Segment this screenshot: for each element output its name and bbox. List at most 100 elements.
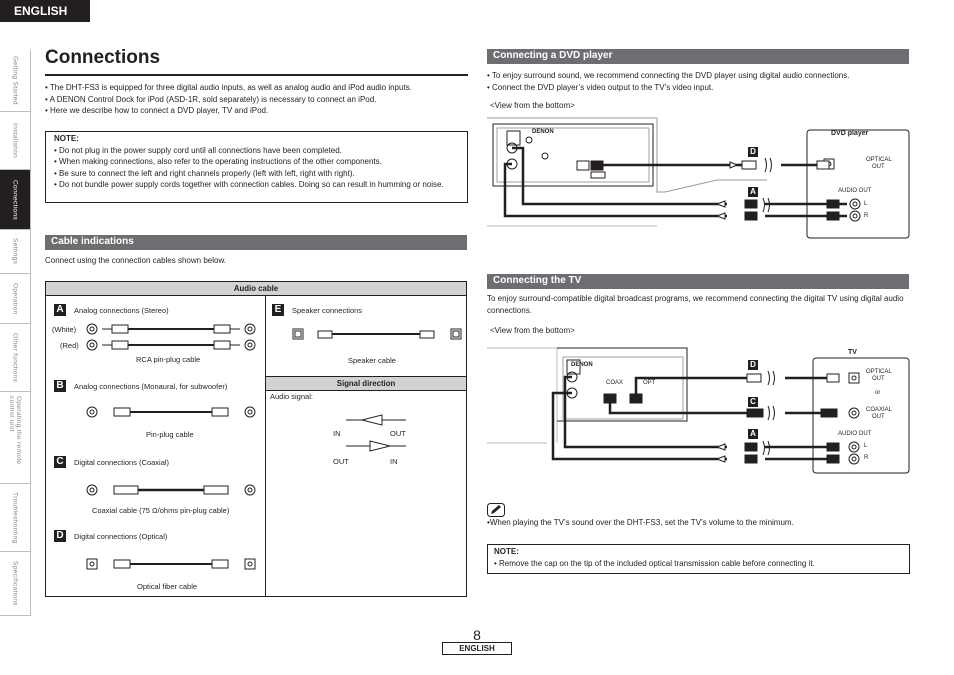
- sidebar-item-operation[interactable]: Operation: [0, 274, 30, 324]
- dvd-optical-out-label: OUT: [872, 164, 885, 170]
- title-divider: [45, 74, 468, 76]
- page-number: 8: [473, 627, 481, 643]
- dvd-panel-brand: DENON: [532, 129, 554, 135]
- signal-in-2: IN: [390, 457, 398, 466]
- cable-intro: Connect using the connection cables show…: [45, 256, 227, 265]
- optical-cable-icon: [86, 558, 256, 570]
- tv-view-label: <View from the bottom>: [490, 326, 575, 335]
- cable-table: Audio cable A Analog connections (Stereo…: [45, 281, 467, 597]
- note-item: • Remove the cap on the tip of the inclu…: [494, 558, 815, 568]
- note-box-2: NOTE: • Remove the cap on the tip of the…: [487, 544, 910, 574]
- page-title: Connections: [45, 47, 161, 68]
- cable-c-title: Digital connections (Coaxial): [74, 458, 170, 467]
- sidebar-item-label: Operating the remote control unit: [8, 395, 22, 464]
- tv-device-label: TV: [848, 349, 857, 356]
- sidebar-item-settings[interactable]: Settings: [0, 230, 30, 274]
- dvd-l-label: L: [864, 201, 868, 207]
- cable-d-caption: Optical fiber cable: [137, 582, 198, 591]
- cable-letter-e: E: [272, 304, 284, 316]
- pencil-icon: [487, 503, 505, 517]
- cable-c-caption: Coaxial cable (75 Ω/ohms pin-plug cable): [92, 506, 230, 515]
- sidebar-item-other-functions[interactable]: Other functions: [0, 324, 30, 392]
- cable-e-caption: Speaker cable: [348, 356, 396, 365]
- tv-panel-opt: OPT: [643, 380, 656, 386]
- signal-label: Audio signal:: [270, 392, 313, 401]
- cable-letter-d: D: [54, 530, 66, 542]
- tv-tip: •When playing the TV’s sound over the DH…: [487, 518, 794, 527]
- tv-panel-brand: DENON: [571, 362, 593, 368]
- cable-e-title: Speaker connections: [292, 306, 363, 315]
- dvd-letter-d: D: [748, 147, 758, 157]
- sidebar-item-remote-control[interactable]: Operating the remote control unit: [0, 392, 30, 484]
- sidebar-item-installation[interactable]: Installation: [0, 112, 30, 170]
- tv-letter-a: A: [748, 429, 758, 439]
- sidebar-item-specifications[interactable]: Specifications: [0, 552, 30, 616]
- tv-heading: Connecting the TV: [487, 274, 909, 289]
- tv-or-label: or: [875, 390, 881, 396]
- signal-out-2: OUT: [333, 457, 349, 466]
- cable-letter-a: A: [54, 304, 66, 316]
- dvd-bullets: • To enjoy surround sound, we recommend …: [487, 70, 909, 93]
- language-tab: ENGLISH: [0, 0, 90, 22]
- dvd-device-label: DVD player: [831, 130, 869, 137]
- intro-item: • A DENON Control Dock for iPod (ASD-1R,…: [45, 94, 377, 104]
- pin-plug-cable-icon: [86, 406, 256, 418]
- dvd-bullet: • Connect the DVD player’s video output …: [487, 82, 714, 92]
- dvd-connection-diagram: [487, 117, 910, 239]
- sidebar-item-label: Connections: [11, 179, 19, 220]
- cable-table-header: Audio cable: [46, 282, 466, 296]
- intro-item: • Here we describe how to connect a DVD …: [45, 106, 269, 115]
- cable-indications-heading: Cable indications: [45, 235, 467, 250]
- sidebar-item-label: Troubleshooting: [11, 491, 19, 544]
- note-title: NOTE:: [54, 134, 79, 143]
- tv-l-label: L: [864, 443, 868, 449]
- sidebar-item-label: Installation: [11, 122, 19, 159]
- signal-direction-header: Signal direction: [266, 376, 466, 391]
- dvd-letter-a: A: [748, 187, 758, 197]
- tv-coaxial-out-label: OUT: [872, 414, 885, 420]
- sidebar-item-label: Settings: [11, 238, 19, 265]
- cable-d-title: Digital connections (Optical): [74, 532, 168, 541]
- sidebar-item-label: Operation: [11, 282, 19, 315]
- cable-letter-c: C: [54, 456, 66, 468]
- dvd-audio-out-label: AUDIO OUT: [838, 188, 872, 194]
- dvd-view-label: <View from the bottom>: [490, 101, 575, 110]
- tv-coaxial-label: COAXIAL: [866, 407, 893, 413]
- tv-letter-c: C: [748, 397, 758, 407]
- tv-audio-out-label: AUDIO OUT: [838, 431, 872, 437]
- note-item: • Be sure to connect the left and right …: [54, 168, 355, 178]
- cable-a-red: (Red): [60, 341, 79, 350]
- dvd-optical-label: OPTICAL: [866, 157, 892, 163]
- sidebar-item-label: Getting Started: [11, 56, 19, 105]
- table-divider: [265, 296, 266, 596]
- dvd-bullet: • To enjoy surround sound, we recommend …: [487, 71, 850, 80]
- speaker-cable-icon: [292, 328, 462, 340]
- sidebar-item-label: Other functions: [11, 332, 19, 383]
- tv-optical-label: OPTICAL: [866, 369, 892, 375]
- note-item: • Do not plug in the power supply cord u…: [54, 145, 342, 155]
- cable-a-caption: RCA pin-plug cable: [136, 355, 201, 364]
- note-title: NOTE:: [494, 547, 519, 556]
- cable-a-white: (White): [52, 325, 77, 334]
- cable-b-title: Analog connections (Monaural, for subwoo…: [74, 382, 228, 391]
- footer-language: ENGLISH: [442, 642, 512, 655]
- note-item: • Do not bundle power supply cords toget…: [54, 180, 444, 189]
- sidebar-item-troubleshooting[interactable]: Troubleshooting: [0, 484, 30, 552]
- sidebar-item-connections[interactable]: Connections: [0, 170, 30, 230]
- intro-list: • The DHT-FS3 is equipped for three digi…: [45, 82, 470, 117]
- tv-r-label: R: [864, 455, 869, 461]
- intro-item: • The DHT-FS3 is equipped for three digi…: [45, 83, 412, 92]
- dvd-r-label: R: [864, 213, 869, 219]
- tv-letter-d: D: [748, 360, 758, 370]
- note-box: NOTE: • Do not plug in the power supply …: [45, 131, 468, 203]
- cable-letter-b: B: [54, 380, 66, 392]
- signal-arrows-icon: [346, 414, 406, 452]
- sidebar-nav: Getting Started Installation Connections…: [0, 50, 31, 616]
- signal-out-1: OUT: [390, 429, 406, 438]
- cable-b-caption: Pin-plug cable: [146, 430, 194, 439]
- dvd-heading: Connecting a DVD player: [487, 49, 909, 64]
- cable-a-title: Analog connections (Stereo): [74, 306, 169, 315]
- sidebar-item-getting-started[interactable]: Getting Started: [0, 50, 30, 112]
- tv-text: To enjoy surround-compatible digital bro…: [487, 294, 904, 315]
- sidebar-item-label: Specifications: [11, 561, 19, 606]
